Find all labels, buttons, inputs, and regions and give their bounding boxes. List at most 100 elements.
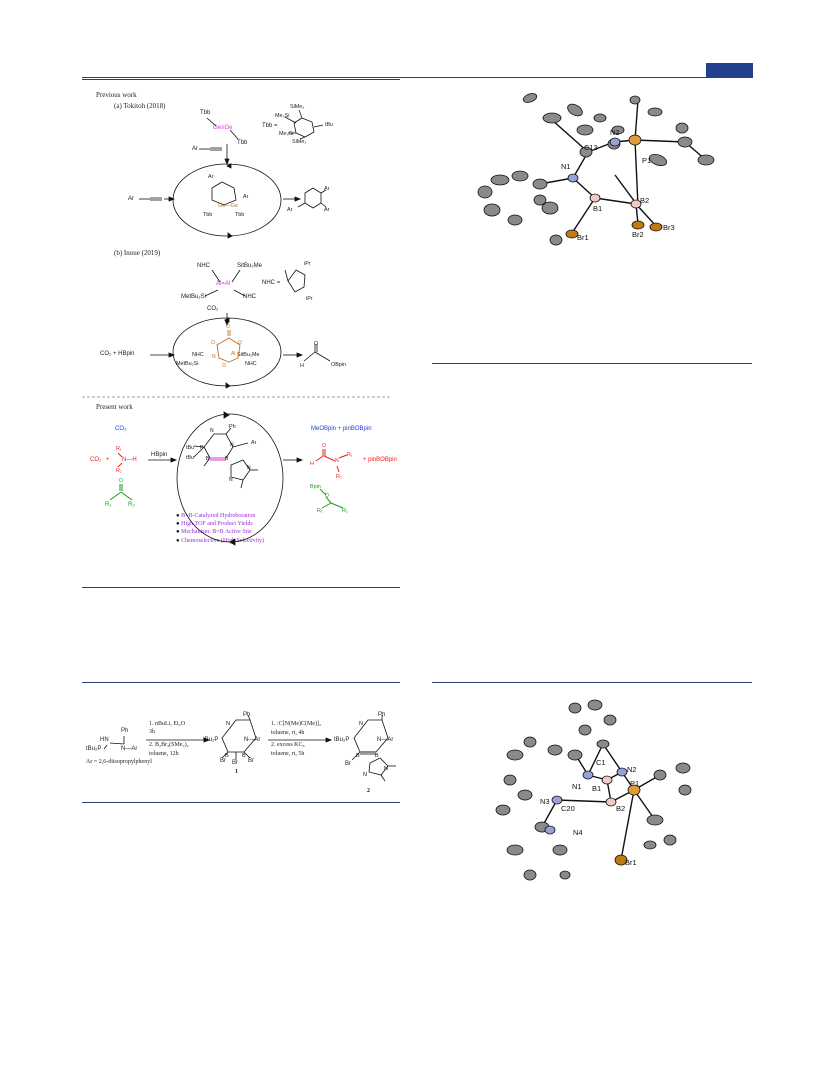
s2-nar-1: N—Ar (121, 746, 138, 752)
s2-br-1: Br (220, 758, 226, 764)
compound-1-label: 1 (235, 769, 238, 775)
step1-line4: toluene, 12h (149, 751, 179, 757)
nh-amine: N—H (122, 457, 137, 463)
feature-bullet-3: ● Mechanism: B=B Active Site (176, 529, 252, 536)
nhc-def: NHC = (262, 280, 281, 286)
svg-text:N: N (335, 458, 339, 464)
me3si-1: Me₃Si (275, 113, 290, 119)
svg-text:B: B (225, 456, 229, 462)
sime3-1: SiMe₃ (290, 104, 305, 110)
svg-text:Al: Al (231, 351, 235, 357)
ipr-2: iPr (306, 296, 313, 302)
crystal-structure-2: C1 N2 N1 P1 B1 B2 N3 C20 N4 Br1 (495, 699, 692, 881)
header-tab (706, 63, 753, 78)
r1-alkoxy: R₁ (317, 508, 323, 514)
sitbu2me-1: SitBu₂Me (237, 263, 263, 269)
svg-text:O: O (322, 443, 326, 449)
r1-amine: R₁ (116, 446, 122, 452)
ar-prod-1: Ar (324, 186, 330, 192)
svg-text:O: O (238, 340, 242, 346)
step1-line1: 1. nBuLi, Et₂O (149, 721, 186, 727)
feature-bullet-4: ● Chemoselective (High Selectivity) (176, 537, 265, 544)
tokitoh-label: (a) Tokitoh (2018) (114, 102, 166, 110)
svg-text:N: N (229, 477, 233, 483)
scheme2-graphics: N N B B B B N N (103, 714, 396, 782)
c1-label-n1: N1 (561, 162, 571, 171)
c1-label-br3: Br3 (663, 223, 675, 232)
inoue-label: (b) Inoue (2019) (114, 249, 161, 257)
step2-line2: toluene, rt, 4h (271, 730, 305, 736)
figure1-bottom-rule (432, 363, 752, 364)
c1-label-p1: P1 (642, 156, 651, 165)
ar-cycle-1: Ar (208, 174, 214, 180)
obpin-formate: OBpin (331, 362, 346, 368)
h-formamide: H (310, 461, 314, 467)
c2-label-n1: N1 (572, 782, 582, 791)
svg-text:N: N (359, 721, 363, 727)
digermyne: Ge≡Ge (213, 125, 233, 131)
c2-label-c20: C20 (561, 804, 575, 813)
ar-cat: Ar (251, 440, 257, 446)
c2-label-c1: C1 (596, 758, 606, 767)
metbu2si-1: MetBu₂Si (181, 294, 207, 300)
svg-text:O: O (325, 493, 329, 499)
c2-label-n3: N3 (540, 797, 550, 806)
scheme1-graphics: O O O N Al O (82, 109, 390, 546)
compound-2-label: 2 (367, 788, 370, 794)
svg-text:O: O (226, 324, 230, 330)
scheme1-top-rule (82, 79, 400, 80)
header-rule (82, 77, 752, 78)
svg-text:O: O (211, 340, 215, 346)
scheme2-top-rule (82, 682, 400, 683)
svg-text:N: N (363, 772, 367, 778)
ge-ge: Ge—Ge (218, 203, 238, 209)
sitbu2me-2: SitBu₂Me (237, 352, 260, 358)
step2-line3: 2. excess KC₈ (271, 742, 305, 748)
svg-text:N: N (384, 766, 388, 772)
tbb-cycle-1: Tbb (203, 212, 213, 218)
co2-blue: CO₂ (115, 426, 127, 432)
s2-nar-3: N—Ar (377, 737, 394, 743)
r2-ketone: R₂ (128, 502, 135, 508)
svg-text:B: B (356, 753, 360, 759)
svg-text:N: N (212, 354, 216, 360)
ar-definition: Ar = 2,6-diisopropylphenyl (86, 759, 152, 765)
svg-text:O: O (119, 478, 123, 484)
hbpin-present: HBpin (151, 452, 168, 458)
tbu-cat-1: tBu (186, 445, 195, 451)
svg-text:N: N (247, 465, 251, 471)
present-work-label: Present work (96, 403, 133, 411)
svg-text:B: B (225, 753, 229, 759)
c1-label-br1: Br1 (577, 233, 589, 242)
bpin-alkoxy: Bpin (310, 484, 321, 490)
svg-text:B: B (206, 456, 210, 462)
tbb-def: Tbb = (262, 123, 278, 129)
s2-br-2: Br (232, 760, 238, 766)
feature-list: ● B=B-Catalyzed Hydroboration ● High TOF… (176, 512, 264, 545)
ar-cycle-2: Ar (243, 194, 249, 200)
step2-line1: 1. :C[N(Me)C(Me)]₂ (271, 721, 322, 727)
o-formate: O (314, 341, 319, 347)
sime3-2: SiMe₃ (292, 139, 307, 145)
ar-alkyne-top: Ar (192, 146, 198, 152)
ar-prod-2: Ar (287, 207, 293, 213)
svg-text:B: B (375, 753, 379, 759)
s2-tbu2p-3: tBu₂P (334, 737, 350, 743)
metbu2si-2: MetBu₂Si (176, 361, 199, 367)
me3si-2: Me₃Si (279, 131, 294, 137)
tbb-right: Tbb (237, 140, 248, 146)
co2-red: CO₂ (90, 457, 102, 463)
scheme2-bottom-rule (82, 802, 400, 803)
r2-alkoxy: R₂ (342, 508, 348, 514)
ar-alkyne-left: Ar (128, 196, 134, 202)
tbb-top: Tbb (200, 110, 211, 116)
step2-line4: toluene, rt, 5h (271, 751, 305, 757)
s2-ph-1: Ph (121, 728, 129, 734)
pinbobpin-red: + pinBOBpin (363, 457, 397, 463)
nhc-3: NHC (192, 352, 204, 358)
svg-text:O: O (222, 363, 226, 369)
s2-ph-2: Ph (243, 712, 251, 718)
plus-red: + (106, 457, 110, 463)
svg-text:N: N (226, 721, 230, 727)
s2-tbu2p-2: tBu₂P (203, 737, 219, 743)
